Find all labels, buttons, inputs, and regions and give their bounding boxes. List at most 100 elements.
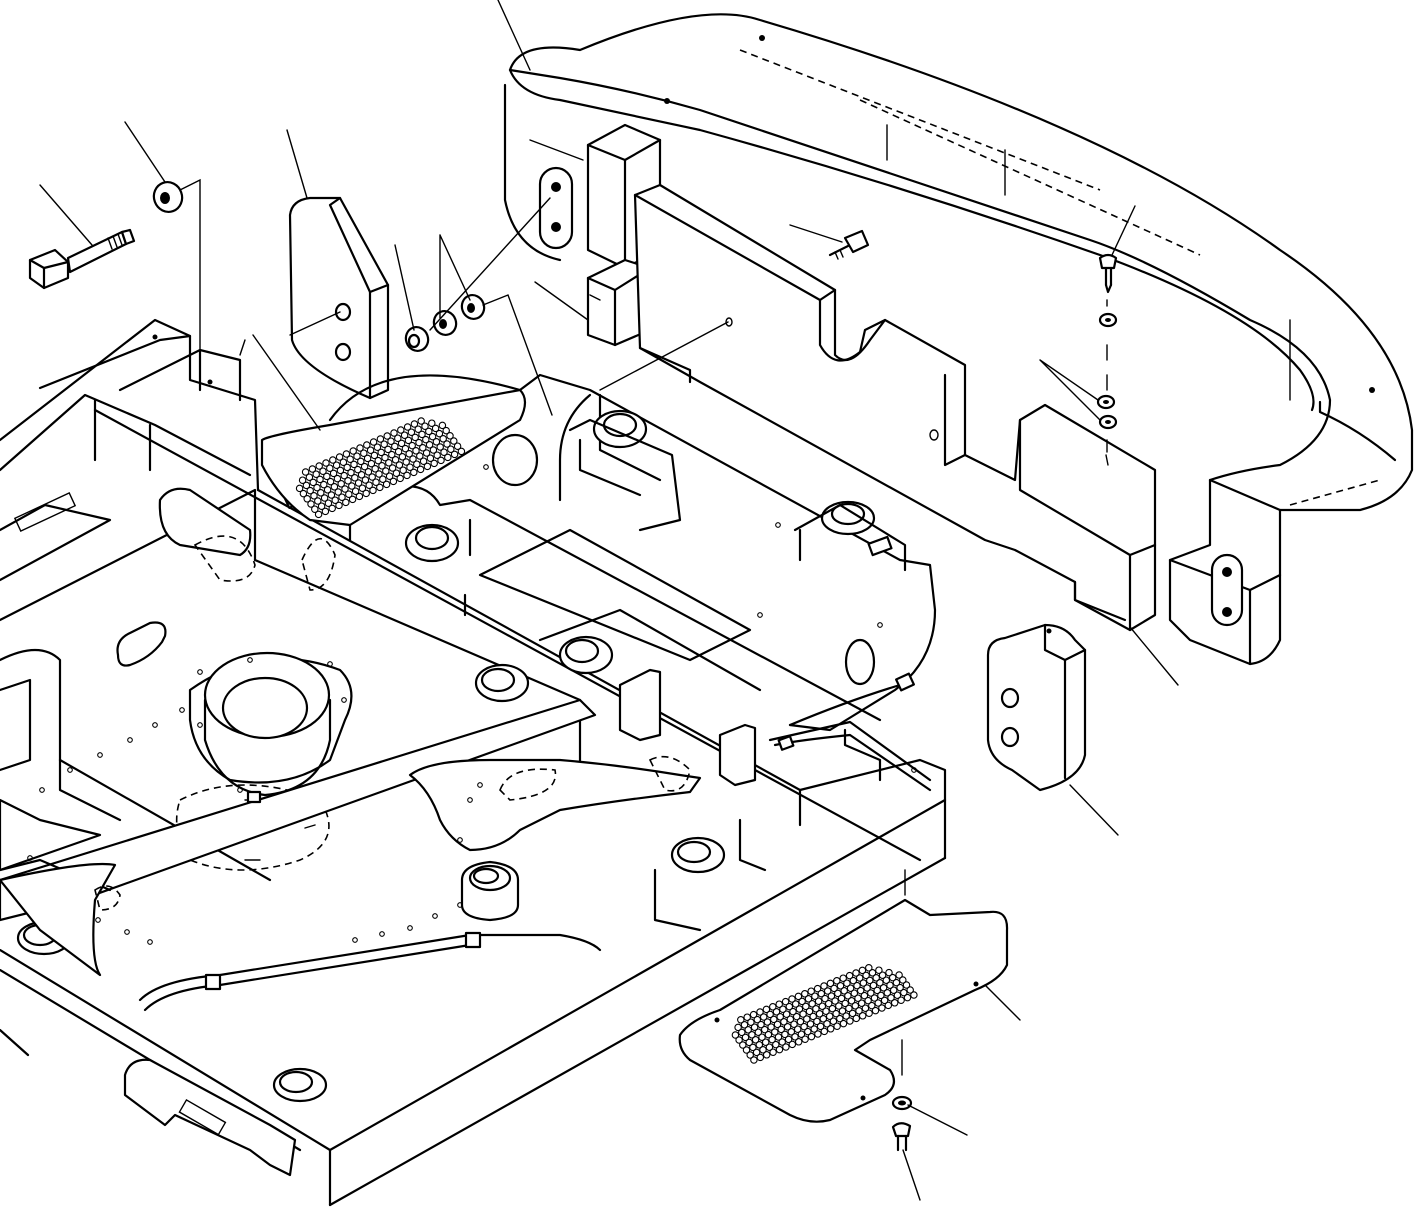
- grille-hole: [361, 476, 370, 484]
- grille-hole: [902, 981, 911, 989]
- grille-hole: [797, 1030, 806, 1038]
- grille-hole: [862, 971, 870, 980]
- grille-hole: [775, 1045, 784, 1054]
- grille-hole: [734, 1023, 742, 1032]
- grille-hole: [851, 1002, 860, 1010]
- grille-hole: [435, 429, 444, 438]
- grille-hole: [354, 465, 362, 474]
- grille-hole: [758, 1033, 766, 1041]
- grille-hole: [419, 444, 427, 452]
- grille-hole: [363, 441, 371, 449]
- grille-hole: [832, 1009, 840, 1018]
- grille-hole: [295, 484, 304, 493]
- grille-hole: [781, 1030, 789, 1039]
- grille-hole: [328, 504, 336, 513]
- grille-hole: [879, 984, 888, 992]
- grille-hole: [791, 1000, 800, 1008]
- grille-hole: [769, 1003, 777, 1011]
- grille-hole: [874, 999, 882, 1007]
- grille-hole: [398, 453, 407, 461]
- grille-hole: [442, 426, 450, 435]
- grille-hole: [354, 479, 363, 487]
- grille-hole: [899, 976, 907, 984]
- grille-hole: [423, 462, 432, 471]
- grille-hole: [411, 433, 419, 442]
- grille-hole: [357, 471, 366, 479]
- grille-hole: [360, 462, 369, 471]
- grille-hole: [809, 1012, 817, 1021]
- grille-hole: [376, 435, 385, 443]
- grille-hole: [737, 1016, 745, 1024]
- counterweight-plate: [633, 183, 1157, 632]
- grille-hole: [335, 453, 344, 461]
- grille-hole: [873, 986, 881, 995]
- grille-hole: [818, 1002, 827, 1010]
- grille-hole: [383, 432, 391, 440]
- grille-hole: [379, 475, 387, 483]
- grille-hole: [772, 1008, 781, 1016]
- grille-hole: [821, 994, 829, 1003]
- nut-set: [404, 294, 486, 352]
- grille-hole: [315, 462, 323, 470]
- grille-hole: [357, 457, 365, 466]
- grille-hole: [302, 481, 311, 490]
- grille-hole: [366, 446, 375, 454]
- grille-hole: [865, 1009, 873, 1017]
- grille-hole: [432, 438, 441, 446]
- grille-hole: [886, 981, 894, 989]
- grille-hole: [439, 435, 447, 443]
- grille-hole: [371, 465, 379, 473]
- grille-hole: [764, 1030, 773, 1039]
- grille-hole: [322, 459, 330, 467]
- grille-hole: [822, 1007, 830, 1015]
- grille-hole: [320, 494, 329, 502]
- grille-hole: [757, 1020, 765, 1029]
- grille-hole: [404, 436, 413, 445]
- grille-hole: [332, 461, 341, 469]
- grille-hole: [816, 1022, 825, 1031]
- grille-hole: [841, 999, 849, 1008]
- grille-hole: [365, 481, 373, 489]
- grille-hole: [740, 1021, 749, 1029]
- grille-hole: [406, 463, 414, 471]
- grille-hole: [307, 500, 315, 508]
- counterweight: [503, 13, 1414, 666]
- grille-hole: [892, 978, 901, 987]
- grille-hole: [401, 444, 410, 453]
- grille-hole: [767, 1023, 775, 1031]
- grille-hole: [345, 490, 353, 498]
- grille-hole: [802, 1002, 810, 1011]
- grille-hole: [796, 1017, 805, 1026]
- grille-hole: [394, 447, 403, 456]
- grille-hole: [799, 1010, 807, 1018]
- grille-hole: [373, 443, 382, 451]
- grille-hole: [417, 417, 425, 425]
- grille-hole: [852, 969, 860, 977]
- grille-hole: [803, 1015, 811, 1023]
- grille-hole: [786, 1015, 795, 1023]
- grille-hole: [840, 987, 848, 995]
- grille-hole: [403, 423, 412, 431]
- grille-hole: [871, 1006, 880, 1015]
- top-grille: [260, 388, 527, 527]
- grille-hole: [815, 1010, 824, 1018]
- grille-hole: [893, 991, 902, 999]
- grille-hole: [743, 1013, 751, 1021]
- grille-hole: [838, 1007, 847, 1015]
- grille-hole: [749, 1043, 757, 1052]
- grille-hole: [374, 456, 382, 465]
- grille-hole: [783, 1023, 792, 1031]
- grille-hole: [391, 442, 399, 451]
- grille-hole: [820, 982, 828, 990]
- grille-hole: [846, 1017, 854, 1025]
- grille-hole: [450, 450, 459, 459]
- grille-hole: [355, 492, 364, 501]
- grille-hole: [806, 1020, 815, 1028]
- grille-hole: [391, 456, 400, 464]
- grille-hole: [418, 430, 426, 439]
- grille-hole: [317, 489, 325, 497]
- grille-hole: [866, 976, 874, 985]
- grille-hole: [789, 1007, 797, 1016]
- grille-hole: [437, 456, 445, 465]
